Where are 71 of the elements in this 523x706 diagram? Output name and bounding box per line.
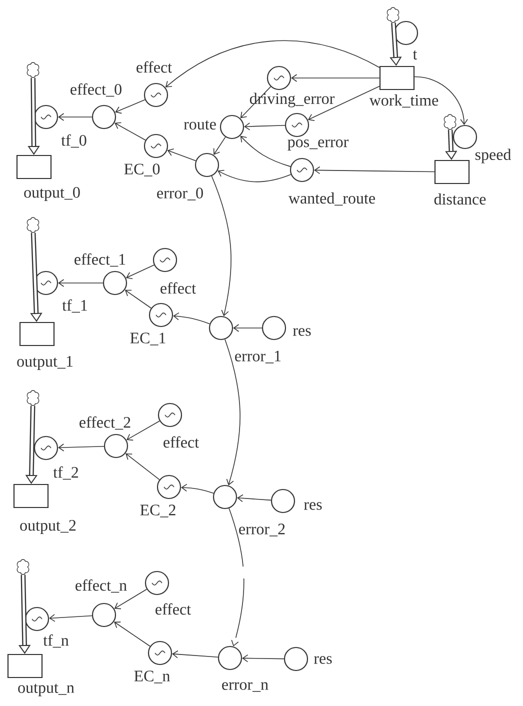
arrow: [242, 654, 284, 662]
variable-label: wanted_route: [288, 192, 375, 206]
variable-label: res: [292, 328, 311, 336]
arrow: [115, 99, 146, 114]
variable-label: effect_0: [70, 83, 122, 97]
arrow: [172, 650, 218, 658]
cloud-symbol: [386, 7, 400, 23]
variable-label: error_2: [239, 524, 285, 536]
arrow: [240, 136, 291, 167]
arrow: [233, 324, 262, 332]
variable-label: error_n: [222, 682, 268, 692]
variable-label: output_1: [17, 356, 72, 370]
variable-label: res: [304, 502, 322, 510]
variable-label: error_1: [235, 350, 281, 364]
variable-label: pos_error: [288, 140, 349, 150]
arrow: [224, 338, 240, 486]
variable-label: effect_1: [74, 253, 126, 267]
arrow: [211, 176, 232, 316]
arrow: [167, 148, 196, 162]
arrow: [173, 312, 210, 324]
variable-label: effect: [160, 282, 196, 294]
arrow: [114, 122, 146, 141]
variable-label: route: [184, 120, 216, 130]
variable-label: output_2: [20, 520, 76, 534]
variable-label: distance: [434, 193, 486, 205]
arrow: [49, 614, 92, 622]
cloud-symbol: [26, 62, 40, 78]
variable-label: error_0: [157, 188, 203, 200]
variable-label: output_0: [24, 186, 80, 202]
arrow: [165, 40, 380, 88]
variable-label: effect: [156, 603, 191, 615]
arrow: [181, 484, 214, 494]
variable-label: res: [314, 656, 332, 664]
arrow: [126, 453, 160, 480]
variable-label: speed: [475, 148, 512, 164]
arrow: [58, 444, 104, 452]
variable-label: EC_1: [130, 332, 166, 346]
variable-label: EC_0: [124, 164, 160, 176]
variable-label: tf_2: [53, 466, 78, 480]
arrow: [414, 76, 468, 125]
variable-label: EC_2: [140, 504, 176, 518]
cloud-symbol: [26, 217, 40, 233]
arrow: [126, 264, 154, 280]
cloud-symbol: [26, 390, 40, 406]
arrow: [124, 290, 152, 309]
arrow: [291, 74, 380, 82]
arrow: [58, 113, 92, 121]
arrow: [213, 136, 226, 155]
variable-label: tf_1: [62, 299, 87, 313]
variable-label: t: [412, 50, 418, 60]
arrow: [126, 420, 160, 441]
cloud-symbol: [16, 559, 30, 575]
arrow: [114, 622, 150, 647]
variable-label: effect: [164, 436, 199, 448]
arrow: [58, 279, 104, 287]
variable-label: effect: [136, 61, 172, 73]
variable-label: tf_0: [61, 134, 86, 148]
variable-label: EC_n: [134, 670, 170, 684]
arrow: [244, 122, 286, 130]
arrow: [218, 170, 292, 182]
arrow: [114, 588, 148, 610]
arrow: [308, 86, 380, 122]
arrow: [228, 508, 244, 646]
cloud-symbol: [444, 114, 456, 130]
arrow: [314, 166, 435, 174]
variable-label: effect_n: [76, 579, 127, 593]
variable-label: effect_2: [80, 416, 130, 430]
variable-label: output_n: [18, 684, 74, 696]
variable-label: tf_n: [43, 634, 69, 648]
arrow: [237, 494, 272, 502]
variable-label: work_time: [369, 94, 438, 108]
